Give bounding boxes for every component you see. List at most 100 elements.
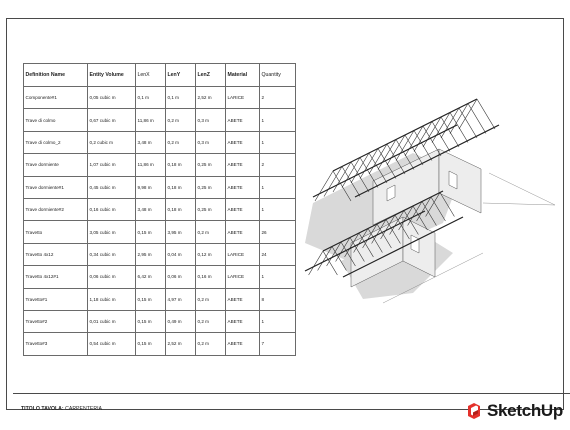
rafter [458,98,478,130]
table-cell: 0,25 m [195,175,226,199]
rafter [467,103,487,134]
table-cell: 0,16 cubic m [87,197,136,222]
table-cell: 0,01 cubic m [87,309,136,334]
sketchup-logo-text: SketchUp [486,401,563,420]
table-cell: LARICE [225,242,260,267]
drawing-sheet: Definition Name Entity Volume LenX LenY … [6,18,570,420]
table-cell: ABETE [225,153,260,177]
table-cell: 0,3 m [195,108,226,132]
sheet-title-label: TITOLO TAVOLA: [21,406,64,412]
table-cell: 0,34 cubic m [87,242,136,267]
rafter [425,192,441,217]
table-cell: 0,67 cubic m [87,108,136,132]
upper-roof-rafters [314,98,496,202]
rafter [439,192,455,217]
rafter [416,196,432,222]
component-table-container: Definition Name Entity Volume LenX LenY … [23,63,296,356]
rafter [407,201,423,226]
table-cell: 1 [259,108,296,132]
table-cell: 0,1 m [165,85,196,110]
table-cell: Travetto#2 [23,309,88,334]
site-lines [382,172,556,304]
table-cell: 0,06 cubic m [87,265,136,289]
rafter [331,246,347,271]
table-cell: 11,86 m [135,108,166,132]
rafter [403,210,419,235]
table-cell: 0,3 m [195,130,226,155]
table-cell: ABETE [225,332,260,356]
rafter [335,237,351,262]
table-cell: 3,95 m [165,220,196,244]
rafter [380,214,396,240]
rafter [362,223,378,249]
rafter [326,241,342,267]
table-cell: 8 [259,287,296,311]
table-cell: 1,18 cubic m [87,287,136,311]
rafter [398,205,414,231]
table-cell: 2,52 m [165,332,196,356]
table-cell: Trave di colmo [23,108,88,132]
rafter [371,219,387,244]
rafter [430,196,446,222]
rafter [476,98,496,130]
table-cell: 2,52 m [195,85,226,110]
rafter [314,170,334,202]
table-cell: 0,54 cubic m [87,332,136,356]
rafter [412,205,428,231]
table-cell: Trave di colmo_2 [23,130,88,155]
header-definition-name: Definition Name [23,63,88,87]
table-cell: ABETE [225,130,260,155]
table-cell: Travetto#3 [23,332,88,356]
table-cell: 0,2 m [165,130,196,155]
table-cell: 0,15 m [135,287,166,311]
lower-roof-rafters [308,192,455,276]
rafter [404,125,424,157]
table-cell: 0,04 m [165,242,196,267]
header-lenx: LenX [135,63,166,87]
rafter [440,107,460,139]
table-cell: Componente#1 [23,85,88,110]
table-cell: 11,86 m [135,153,166,177]
header-material: Material [225,63,260,87]
table-cell: 0,15 m [135,332,166,356]
rafter [332,161,352,193]
rafter [458,107,478,139]
rafter [413,121,433,152]
table-cell: 0,2 m [195,220,226,244]
table-cell: ABETE [225,287,260,311]
header-quantity: Quantity [259,63,296,87]
component-table: Definition Name Entity Volume LenX LenY … [23,63,296,356]
table-cell: Travetto 4x12#1 [23,265,88,289]
table-cell: Trave dormiente [23,153,88,177]
lower-wall [350,216,436,288]
rafter [353,228,369,253]
table-cell: 1 [259,309,296,334]
table-cell: 0,16 m [195,265,226,289]
rafter [308,250,324,276]
rafter [350,152,370,184]
sheet-title-value: CARPENTERIA [65,406,103,412]
rafter [395,130,415,161]
table-cell: Travetto#1 [23,287,88,311]
table-cell: ABETE [225,309,260,334]
rafter [358,232,374,258]
rafter [359,148,379,179]
table-cell: 3,48 m [135,197,166,222]
rafter [317,246,333,271]
table-cell: Trave dormiente#2 [23,197,88,222]
table-cell: ABETE [225,108,260,132]
table-cell: ABETE [225,197,260,222]
rafter [367,228,383,253]
rafter [323,166,343,197]
rafter [449,103,469,134]
table-cell: 1 [259,175,296,199]
